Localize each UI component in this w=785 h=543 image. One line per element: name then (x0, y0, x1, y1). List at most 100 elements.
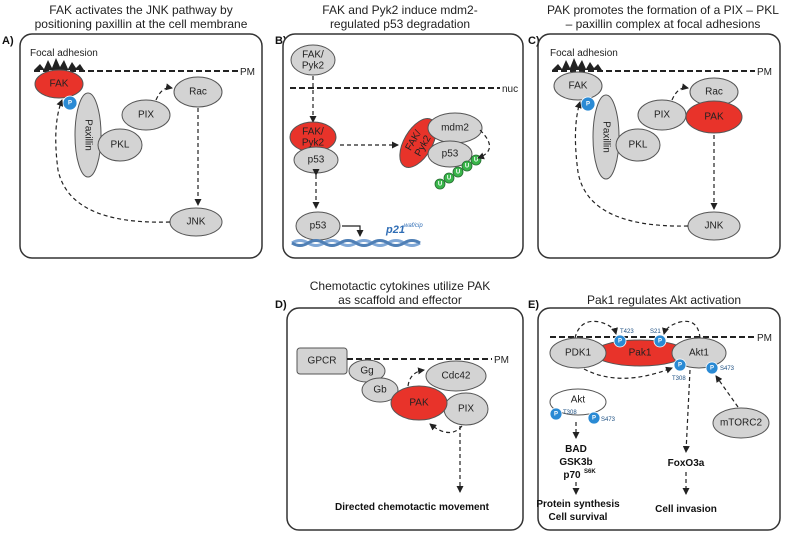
panel-e-pdk1-node (549, 337, 607, 369)
panel-b-ubiquitin-chain: U U U U U (434, 154, 482, 190)
panel-a-pix-node (121, 99, 171, 131)
panel-b-letter: B) (275, 35, 287, 47)
panel-c-pkl-label: PKL (629, 140, 648, 151)
panel-b-dna-strand2 (291, 239, 421, 247)
panel-e-arrow-pdk1-pak1 (574, 320, 618, 339)
panel-b-ubiquitin-icon (443, 172, 455, 184)
panel-e-site-s21: S21 (650, 329, 661, 335)
panel-e-site-t423: T423 (620, 329, 634, 335)
panel-e-mtorc2-label: mTORC2 (720, 418, 762, 429)
panel-b-ubiquitin-icon (434, 178, 446, 190)
panel-b-ubiquitin-icon (461, 160, 473, 172)
panel-d-gpcr-node (296, 347, 348, 375)
panel-b-fakpyk2-cyto-node (290, 44, 336, 76)
panel-c-pm-label: PM (757, 67, 772, 78)
panel-e-bad-label: BAD (565, 444, 587, 455)
panel-e-title: Pak1 regulates Akt activation (587, 293, 741, 307)
panel-e-arrow-akt1-pak1 (662, 320, 701, 339)
panel-c-title-line1: PAK promotes the formation of a PIX – PK… (547, 3, 779, 17)
panel-e-akt-site-s473: S473 (601, 417, 616, 423)
panel-d-title-line2: as scaffold and effector (338, 293, 462, 307)
panel-e-p70-label: p70 (563, 470, 581, 481)
panel-a-pm-label: PM (240, 67, 255, 78)
panel-e-phospho-s21-icon (653, 334, 667, 348)
panel-d-frame (286, 307, 524, 531)
panel-a-focal-adhesion-label: Focal adhesion (30, 48, 98, 59)
panel-b-p53-free-label: p53 (310, 221, 327, 232)
panel-d-pm-label: PM (494, 355, 509, 366)
panel-e-phospho-s473-icon (705, 361, 719, 375)
panel-b-ubiquitin-label: U (465, 164, 469, 170)
panel-a-jnk-label: JNK (187, 217, 206, 228)
panel-e-phospho-t308-icon (673, 358, 687, 372)
panel-d-title-line1: Chemotactic cytokines utilize PAK (310, 279, 491, 293)
panel-c-pak-node (685, 100, 743, 134)
panel-c-arrow-jnk-paxillin (574, 101, 689, 227)
panel-d-gpcr-label: GPCR (308, 356, 337, 367)
panel-c-phospho-label: P (586, 102, 590, 108)
panel-d-gb-node (361, 377, 399, 403)
panel-d-letter: D) (275, 299, 287, 311)
panel-a-pix-label: PIX (138, 110, 154, 121)
panel-a-fak-label: FAK (50, 79, 69, 90)
panel-e-phospho-s473-label: P (710, 366, 714, 372)
panel-e-p70-superscript: S6K (584, 469, 596, 475)
panel-c-fak-node (553, 71, 603, 101)
panel-e-outcome2-label: Cell invasion (655, 504, 717, 515)
panel-c-fak-label: FAK (569, 81, 588, 92)
panel-a-phospho-label: P (68, 101, 72, 107)
panel-b-fakpyk2-nuc-label1: FAK/ (302, 127, 324, 138)
panel-c-pix-label: PIX (654, 110, 670, 121)
panel-b-nuc-label: nuc (502, 84, 518, 95)
panel-d-gb-label: Gb (373, 385, 387, 396)
panel-e-site-s473: S473 (720, 366, 735, 372)
panel-e-outcome1-line2: Cell survival (549, 512, 608, 523)
panel-d-pak-node (390, 385, 448, 421)
panel-c-letter: C) (528, 35, 540, 47)
panel-a-paxillin-label: Paxillin (82, 119, 93, 151)
panel-a-pkl-node (97, 128, 143, 162)
panel-b: FAK and Pyk2 induce mdm2- regulated p53 … (275, 3, 524, 259)
panel-a-paxillin-node (74, 92, 102, 178)
panel-e-arrow-mtorc2-akt1 (715, 375, 739, 408)
panel-e-phospho-t308-label: P (678, 363, 682, 369)
panel-e-akt-site-t308: T308 (563, 410, 577, 416)
panel-e-akt-phospho-t308-icon (549, 407, 563, 421)
panel-a-rac-label: Rac (189, 87, 207, 98)
panel-b-mdm2-label: mdm2 (441, 123, 469, 134)
panel-d-pix-label: PIX (458, 404, 474, 415)
panel-b-ubiquitin-label: U (456, 170, 460, 176)
panel-b-p53-complex-node (427, 140, 473, 168)
panel-a-arrow-jnk-paxillin (55, 99, 171, 223)
panel-b-arrow-transcription (342, 225, 364, 237)
panel-e-site-t308: T308 (672, 376, 686, 382)
panel-e-pak1-label: Pak1 (629, 348, 652, 359)
panel-a-letter: A) (2, 35, 14, 47)
panel-d-arrow-gb-cdc42 (407, 367, 425, 387)
panel-d-pak-label: PAK (409, 398, 429, 409)
panel-e-phospho-t423-icon (613, 334, 627, 348)
panel-b-p53-complex-label: p53 (442, 149, 459, 160)
panel-b-p53-bound-label: p53 (308, 155, 325, 166)
panel-a-title-line1: FAK activates the JNK pathway by (49, 3, 232, 17)
panel-e-akt-phospho-s473-icon (587, 411, 601, 425)
panel-e-pdk1-label: PDK1 (565, 348, 592, 359)
panel-b-ubiquitin-label: U (474, 158, 478, 164)
panel-a-title-line2: positioning paxillin at the cell membran… (35, 17, 248, 31)
panel-b-fakpyk2-cyto-label2: Pyk2 (302, 61, 325, 72)
panel-b-ubiquitin-label: U (447, 176, 451, 182)
panel-d: Chemotactic cytokines utilize PAK as sca… (275, 279, 524, 531)
panel-a-arrow-pix-rac (155, 83, 173, 101)
panel-e-akt1-node (671, 337, 727, 369)
panel-e-mtorc2-node (712, 407, 770, 439)
panel-a-fak-node (34, 69, 84, 99)
panel-d-cdc42-node (425, 360, 487, 392)
panel-e-akt-phospho-s473-label: P (592, 416, 596, 422)
panel-e: Pak1 regulates Akt activation E) PM Pak1… (528, 293, 781, 531)
panel-e-pm-label: PM (757, 333, 772, 344)
panel-e-gsk3b-label: GSK3b (559, 457, 592, 468)
panel-b-gene-superscript: waf/cip (404, 223, 423, 229)
panel-e-arrow-pdk1-akt1 (583, 366, 673, 379)
panel-e-letter: E) (528, 299, 539, 311)
